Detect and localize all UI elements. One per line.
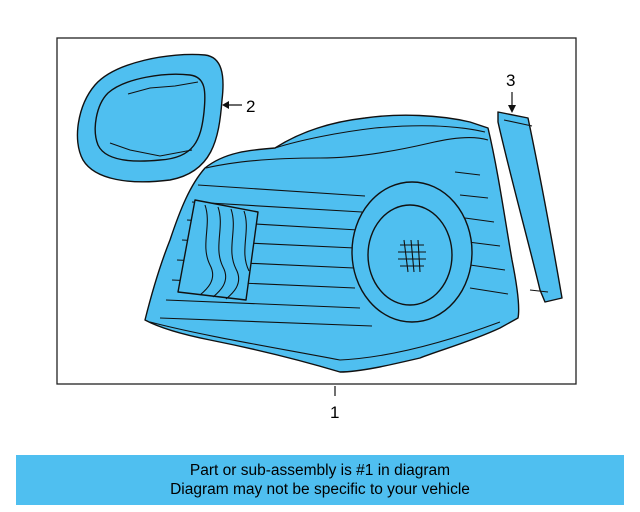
gasket-part-2[interactable]	[76, 53, 224, 183]
callout-number-1: 1	[330, 403, 339, 422]
info-banner: Part or sub-assembly is #1 in diagram Di…	[16, 455, 624, 505]
diagram-frame	[56, 37, 577, 385]
tail-lamp-part-1[interactable]	[144, 114, 520, 373]
banner-line-1: Part or sub-assembly is #1 in diagram	[189, 462, 451, 479]
callout-leader-2	[222, 101, 242, 109]
callout-leader-3	[508, 92, 516, 113]
callout-number-3: 3	[506, 71, 515, 90]
banner-line-2: Diagram may not be specific to your vehi…	[170, 481, 470, 498]
bulb-grid	[398, 239, 426, 273]
callout-number-2: 2	[246, 97, 255, 116]
seal-strip-part-3[interactable]	[497, 111, 563, 303]
